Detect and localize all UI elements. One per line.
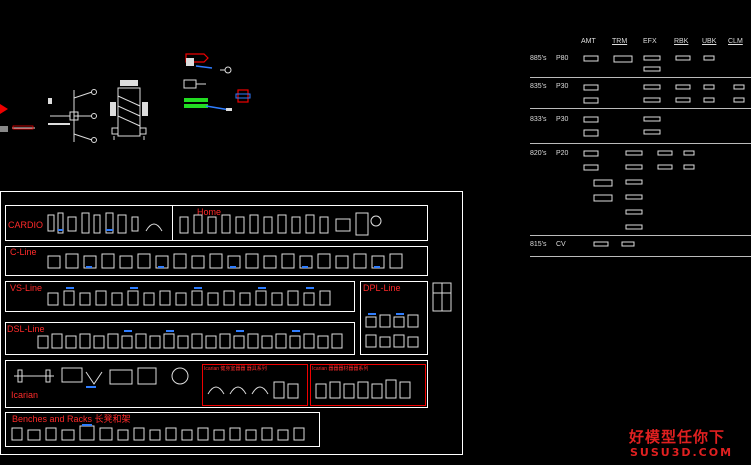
row-model: 815's [530,241,547,248]
dsl-line-icons [36,328,352,352]
icarian-sub1-icons [206,374,304,404]
row-model: 833's [530,116,547,123]
benches-icons [10,424,316,444]
icarian-sub2-equipment-icon [315,379,411,399]
header-clm: CLM [728,38,743,45]
home-icons [176,211,388,239]
c-line-box [5,246,428,276]
vs-line-equipment-icon [47,287,331,306]
home-label: Home [197,207,222,217]
cardio-home-box [5,205,428,241]
row-divider [530,143,751,144]
icarian-icons [10,364,198,390]
icarian-sub1-box [202,364,308,406]
header-trm: TRM [612,38,628,45]
row-series: P30 [556,83,569,90]
side-rack-icon [432,282,452,312]
cardio-equipment-icon [47,212,163,234]
dpl-line-icons [364,295,424,353]
vs-line-box [5,281,355,312]
header-efx: EFX [643,38,657,45]
dpl-line-label: DPL-Line [363,283,401,293]
row-model: 820's [530,150,547,157]
header-rbk: RBK [674,38,689,45]
dpl-line-box [360,281,428,355]
home-equipment-icon [179,212,382,236]
header-amt: AMT [581,38,596,45]
top-drawings [0,40,270,150]
row-divider [530,108,751,109]
dsl-line-equipment-icon [37,330,343,349]
side-rack-icon-wrap [431,281,453,313]
treadmill-glyph-icon [583,55,745,247]
equipment-schematic-icon [0,53,251,143]
icarian-sub2-label: Icarian 器器器材器器系列 [312,366,369,372]
watermark-line2: SUSU3D.COM [630,446,734,459]
icarian-sub1-label: Icarian 健身室器器 器具系列 [204,366,267,372]
header-ubk: UBK [702,38,717,45]
benches-label: Benches and Racks 长凳和架 [12,414,131,424]
catalog-frame [0,191,463,455]
cardio-home-divider [172,205,173,241]
row-divider [530,235,751,236]
icarian-equipment-icon [14,367,189,388]
icarian-label: Icarian [11,390,39,400]
cardio-label: CARDIO [8,220,44,230]
row-divider [530,256,751,257]
dsl-line-label: DSL-Line [7,324,45,334]
benches-box [5,412,320,447]
dpl-line-equipment-icon [365,313,419,348]
row-model: 835's [530,83,547,90]
c-line-icons [46,250,422,274]
c-line-label: C-Line [10,247,37,257]
vs-line-icons [46,285,346,309]
vs-line-label: VS-Line [10,283,43,293]
row-model: 885's [530,55,547,62]
table-equipment-glyphs [580,50,751,255]
icarian-sub2-icons [314,374,422,404]
row-series: P30 [556,116,569,123]
row-series: P20 [556,150,569,157]
icarian-sub2-box [310,364,426,406]
row-series: P80 [556,55,569,62]
icarian-sub1-equipment-icon [207,381,299,399]
dsl-line-box [5,322,355,355]
icarian-box [5,360,428,408]
cardio-icons [46,209,170,237]
row-series: CV [556,241,566,248]
benches-equipment-icon [11,424,305,441]
row-divider [530,77,751,78]
c-line-equipment-icon [47,253,403,269]
watermark-line1: 好模型任你下 [629,428,726,446]
